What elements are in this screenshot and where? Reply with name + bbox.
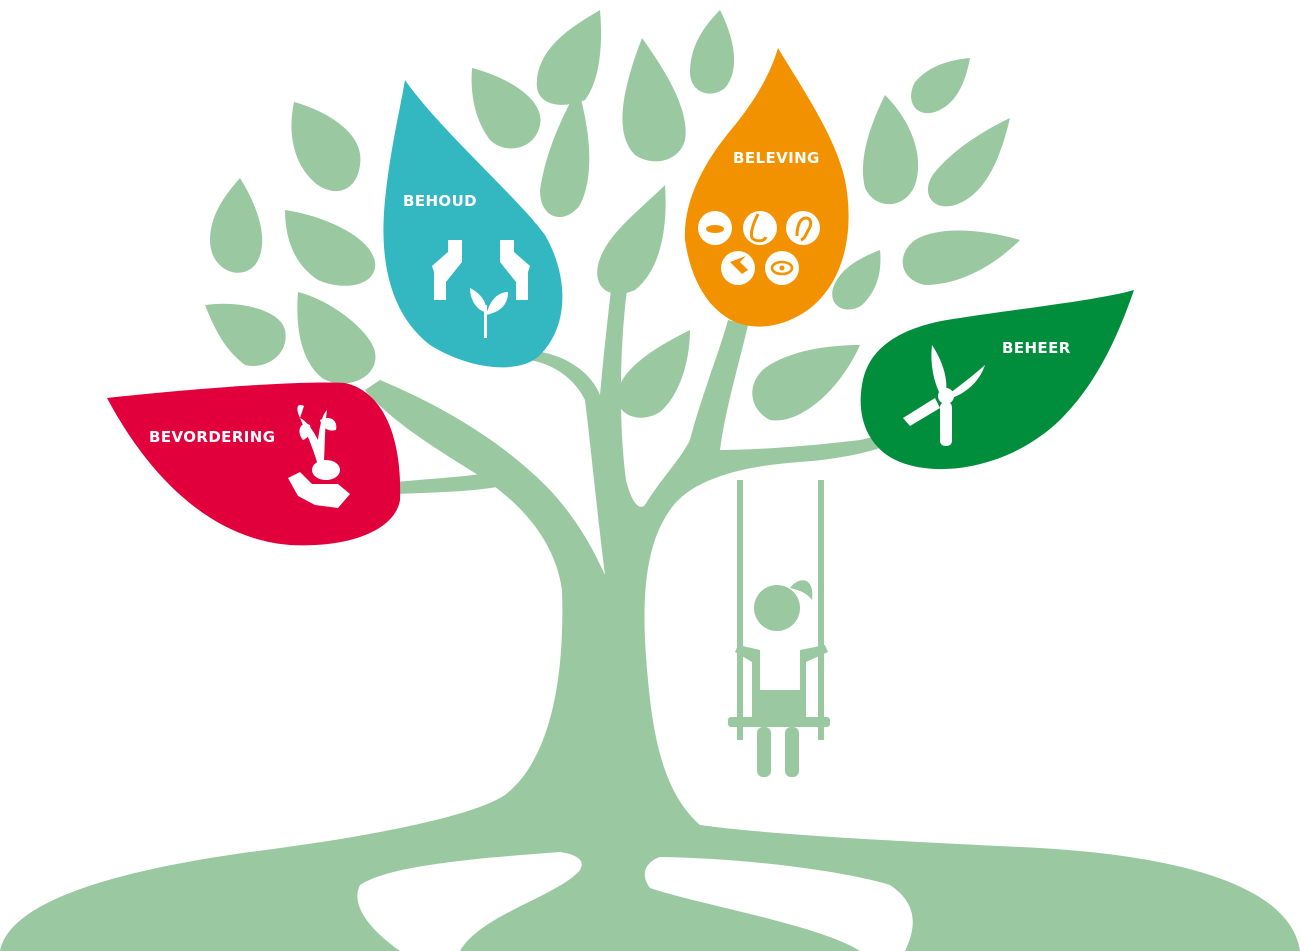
leaf <box>617 330 690 418</box>
leaf <box>285 210 376 286</box>
beheer-label: BEHEER <box>1002 339 1071 357</box>
leaf <box>210 178 263 273</box>
leaf <box>471 68 541 149</box>
leaf-bevordering <box>107 382 401 546</box>
leaf-behoud <box>383 80 563 368</box>
pruning-shears-icon <box>903 345 985 446</box>
leaf-beheer <box>860 290 1134 470</box>
leaf <box>597 185 666 294</box>
leaf <box>752 345 860 421</box>
beheer-leaf-shape <box>860 290 1134 470</box>
touch-hand-icon <box>730 256 748 274</box>
leaf <box>911 58 970 114</box>
bevordering-leaf-shape <box>107 382 401 546</box>
leaf <box>297 292 376 384</box>
girl-on-swing-icon <box>728 480 830 777</box>
leaf-beleving <box>684 48 849 327</box>
leaf <box>540 88 590 217</box>
nose-icon <box>750 213 768 243</box>
bevordering-label: BEVORDERING <box>149 428 275 446</box>
background-leaves <box>205 10 1020 421</box>
mouth-icon <box>706 225 724 233</box>
leaf <box>536 10 602 105</box>
hands-protecting-plant-icon <box>432 240 530 338</box>
behoud-label: BEHOUD <box>403 192 477 210</box>
senses-icons <box>698 211 820 285</box>
eye-icon <box>770 260 794 276</box>
tree-trunk-and-roots <box>0 280 1300 951</box>
leaf <box>862 95 919 205</box>
leaf <box>690 10 735 94</box>
leaf <box>291 102 361 192</box>
leaf <box>622 38 686 162</box>
leaf <box>927 118 1010 207</box>
hand-holding-seedling-icon <box>288 404 350 508</box>
leaf <box>205 303 286 366</box>
leaf <box>832 250 881 310</box>
ear-icon <box>795 216 813 242</box>
leaf <box>902 230 1020 285</box>
beleving-label: BELEVING <box>733 149 820 167</box>
